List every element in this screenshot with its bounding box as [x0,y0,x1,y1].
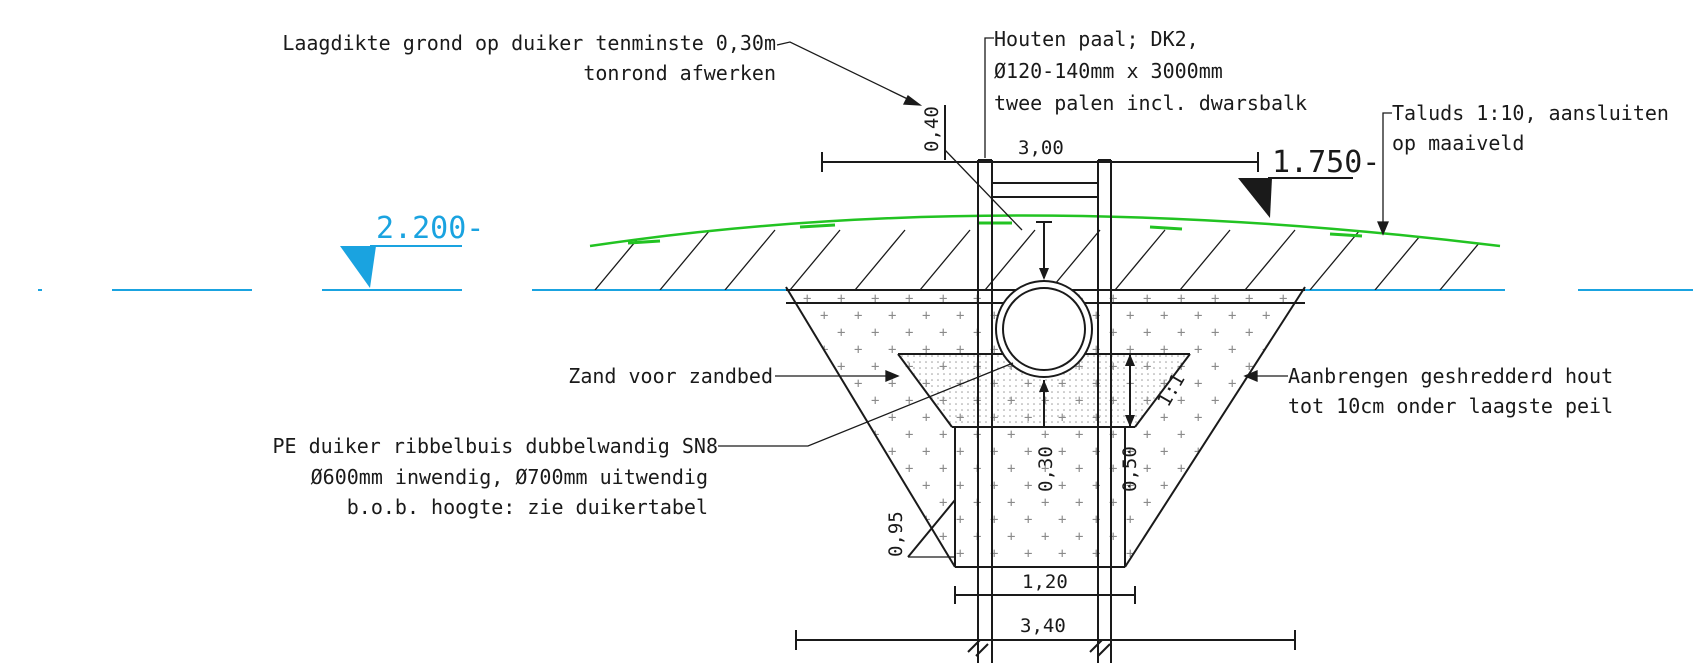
bottom-width-label: 1,20 [1022,571,1068,593]
embankment-hatching [594,229,1491,290]
grass-marks [627,221,1363,245]
ground-level-label: 1.750- [1272,145,1380,180]
water-level-triangle-icon [340,246,376,288]
wooden-posts [967,159,1112,663]
water-level-label: 2.200- [376,211,484,246]
leader-lines [718,37,1392,447]
post-note-line2: Ø120-140mm x 3000mm [994,59,1223,83]
shredded-note-line2: tot 10cm onder laagste peil [1288,394,1613,418]
dimension-sand-bed: 0,30 [1035,380,1057,492]
top-width-label: 3,00 [1018,137,1064,159]
cover-note-line2: tonrond afwerken [583,61,776,85]
sand-note: Zand voor zandbed [568,364,773,388]
shredded-note: Aanbrengen geshredderd hout tot 10cm ond… [1288,364,1613,418]
sand-bed-depth-label: 0,30 [1035,446,1057,492]
shredded-note-line1: Aanbrengen geshredderd hout [1288,364,1613,388]
slope-note-line2: op maaiveld [1392,131,1524,155]
trench-depth-label: 0,95 [885,511,907,557]
post-note-line1: Houten paal; DK2, [994,27,1199,51]
dimension-overall-width: 3,40 [795,615,1296,650]
dimension-bed-height: 0,50 [1119,354,1141,492]
dimension-top-width: 3,00 [821,137,1259,172]
post-note-line3: twee palen incl. dwarsbalk [994,91,1307,115]
cover-note: Laagdikte grond op duiker tenminste 0,30… [282,31,776,85]
bed-height-label: 0,50 [1119,446,1141,492]
pipe-note: PE duiker ribbelbuis dubbelwandig SN8 Ø6… [272,434,718,519]
slope-note-line1: Taluds 1:10, aansluiten [1392,101,1669,125]
cover-depth-label: 0,40 [921,106,943,152]
overall-width-label: 3,40 [1020,615,1066,637]
pipe-note-line1: PE duiker ribbelbuis dubbelwandig SN8 [272,434,718,458]
post-note: Houten paal; DK2, Ø120-140mm x 3000mm tw… [994,27,1307,115]
slope-note: Taluds 1:10, aansluiten op maaiveld [1392,101,1669,155]
ground-surface-line [589,214,1501,248]
dimension-bottom-width: 1,20 [954,571,1136,604]
dimension-cover-depth: 0,40 [921,105,1052,280]
cover-note-line1: Laagdikte grond op duiker tenminste 0,30… [282,31,776,55]
ground-level-marker: 1.750- [1238,145,1380,218]
pe-culvert-pipe [995,280,1093,378]
ground-level-triangle-icon [1238,178,1272,218]
dimension-trench-depth: 0,95 [885,499,956,558]
pipe-note-line2: Ø600mm inwendig, Ø700mm uitwendig [311,465,708,489]
water-level-marker: 2.200- [340,211,484,288]
pipe-note-line3: b.o.b. hoogte: zie duikertabel [347,495,708,519]
